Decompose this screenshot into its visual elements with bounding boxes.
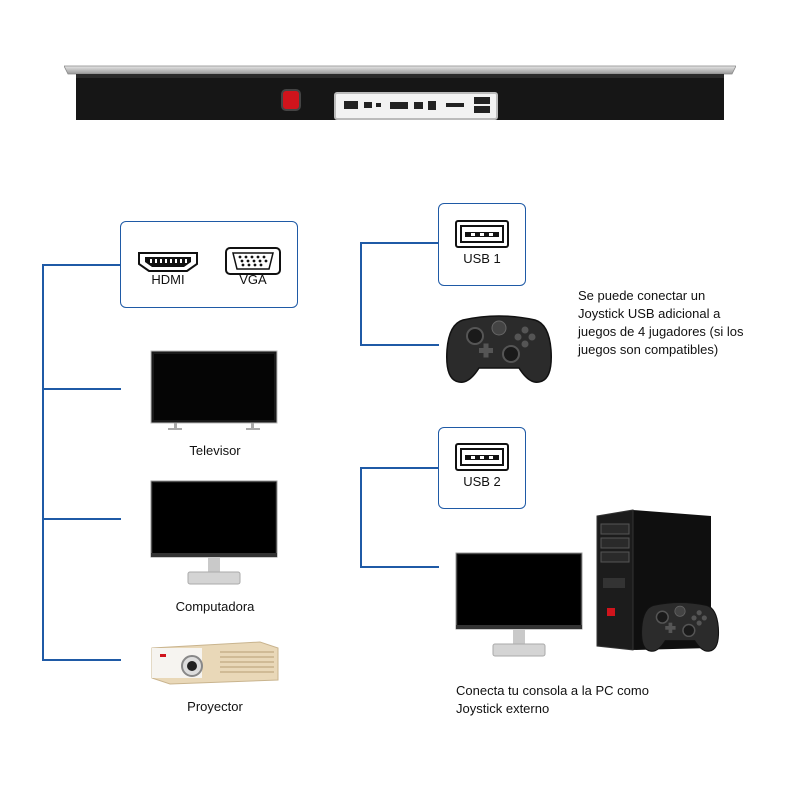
connector-to-video-ports bbox=[42, 264, 121, 266]
vga-label: VGA bbox=[239, 272, 267, 287]
monitor-icon bbox=[150, 480, 278, 586]
projector-label: Proyector bbox=[187, 699, 243, 714]
connector-usb2-top bbox=[360, 467, 439, 469]
io-port-plate bbox=[334, 92, 498, 120]
usb1-note: Se puede conectar un Joystick USB adicio… bbox=[578, 287, 788, 359]
usb2-note-line: Conecta tu consola a la PC como bbox=[456, 683, 649, 698]
hdmi-port-icon bbox=[137, 250, 199, 274]
vga-port-icon bbox=[225, 247, 281, 275]
connector-usb2-vertical bbox=[360, 467, 362, 568]
connector-to-computer bbox=[42, 518, 121, 520]
connector-trunk-left bbox=[42, 264, 44, 661]
usb2-note: Conecta tu consola a la PC como Joystick… bbox=[456, 682, 716, 718]
connector-usb2-to-pc bbox=[360, 566, 439, 568]
connector-to-projector bbox=[42, 659, 121, 661]
tv-label: Televisor bbox=[189, 443, 241, 458]
connector-to-tv bbox=[42, 388, 121, 390]
usb2-label: USB 2 bbox=[463, 474, 501, 489]
gamepad-icon bbox=[445, 310, 553, 386]
power-switch[interactable] bbox=[281, 89, 301, 111]
usb1-note-line: Se puede conectar un bbox=[578, 288, 706, 303]
hdmi-label: HDMI bbox=[151, 272, 185, 287]
usb1-note-line: juegos de 4 jugadores (si los bbox=[578, 324, 744, 339]
connector-usb1-to-gamepad bbox=[360, 344, 439, 346]
usb1-label: USB 1 bbox=[463, 251, 501, 266]
usb-port-icon bbox=[455, 443, 509, 471]
connector-usb1-vertical bbox=[360, 242, 362, 346]
projector-icon bbox=[150, 640, 280, 686]
usb1-note-line: juegos son compatibles) bbox=[578, 342, 719, 357]
usb1-note-line: Joystick USB adicional a bbox=[578, 306, 721, 321]
monitor-icon bbox=[455, 552, 583, 658]
tv-icon bbox=[150, 350, 278, 432]
usb-port-icon bbox=[455, 220, 509, 248]
computer-label: Computadora bbox=[175, 599, 255, 614]
connector-usb1-top bbox=[360, 242, 439, 244]
usb2-note-line: Joystick externo bbox=[456, 701, 550, 716]
gamepad-icon bbox=[640, 598, 720, 654]
